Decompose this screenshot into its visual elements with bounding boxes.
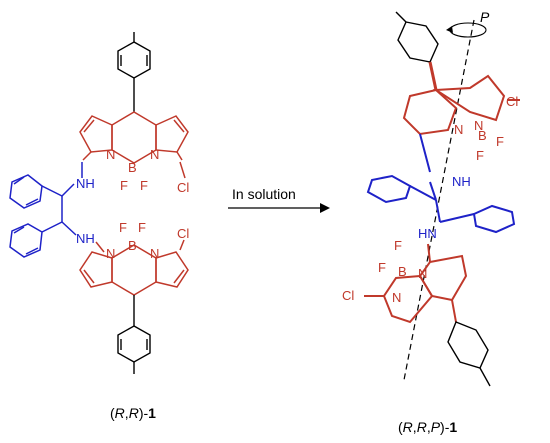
- right-bottom-n1: N: [418, 266, 427, 281]
- right-bottom-n2: N: [392, 290, 401, 305]
- right-compound-label: (R,R,P)-1: [398, 419, 457, 435]
- left-bottom-f2: F: [138, 220, 146, 235]
- left-bottom-cl: Cl: [177, 226, 189, 241]
- right-top-b: B: [478, 128, 487, 143]
- left-bottom-f1: F: [119, 220, 127, 235]
- right-diamine: [366, 133, 516, 234]
- right-top-f1: F: [496, 134, 504, 149]
- left-diamine: [9, 162, 83, 258]
- right-nh-top: NH: [452, 174, 471, 189]
- helix-label: P: [480, 9, 490, 25]
- left-bottom-bodipy: [79, 239, 189, 296]
- left-top-f2: F: [140, 178, 148, 193]
- reaction-arrow: In solution: [228, 186, 330, 213]
- right-bottom-f1: F: [394, 238, 402, 253]
- right-bottom-bodipy: [364, 243, 468, 324]
- left-compound-label: (R,R)-1: [110, 405, 156, 421]
- right-top-f2: F: [476, 148, 484, 163]
- right-compound: P Cl N N B F F NH HN: [342, 9, 520, 435]
- right-top-tolyl: [395, 11, 439, 91]
- left-top-tolyl: [117, 32, 151, 112]
- left-top-n1: N: [106, 147, 115, 162]
- left-bottom-tolyl: [117, 295, 151, 374]
- right-nh-bottom: HN: [418, 226, 437, 241]
- right-bottom-tolyl: [447, 321, 491, 387]
- right-bottom-b: B: [398, 264, 407, 279]
- helix-axis: [403, 19, 475, 381]
- left-top-f1: F: [120, 178, 128, 193]
- right-top-cl: Cl: [506, 94, 518, 109]
- left-nh-bottom: NH: [76, 231, 95, 246]
- right-top-n1: N: [474, 118, 483, 133]
- right-bottom-f2: F: [378, 260, 386, 275]
- left-top-bodipy: [79, 111, 189, 164]
- helix-rotation-arrow: [449, 22, 487, 38]
- left-top-b: B: [128, 160, 137, 175]
- left-bottom-b: B: [128, 238, 137, 253]
- left-bottom-n1: N: [106, 246, 115, 261]
- right-bottom-cl: Cl: [342, 288, 354, 303]
- left-nh-top: NH: [76, 176, 95, 191]
- left-compound: N B N F F Cl NH NH: [9, 32, 189, 421]
- arrow-label: In solution: [232, 186, 296, 202]
- left-bottom-n2: N: [150, 246, 159, 261]
- right-top-n2: N: [454, 122, 463, 137]
- left-top-n2: N: [150, 147, 159, 162]
- left-top-cl: Cl: [177, 180, 189, 195]
